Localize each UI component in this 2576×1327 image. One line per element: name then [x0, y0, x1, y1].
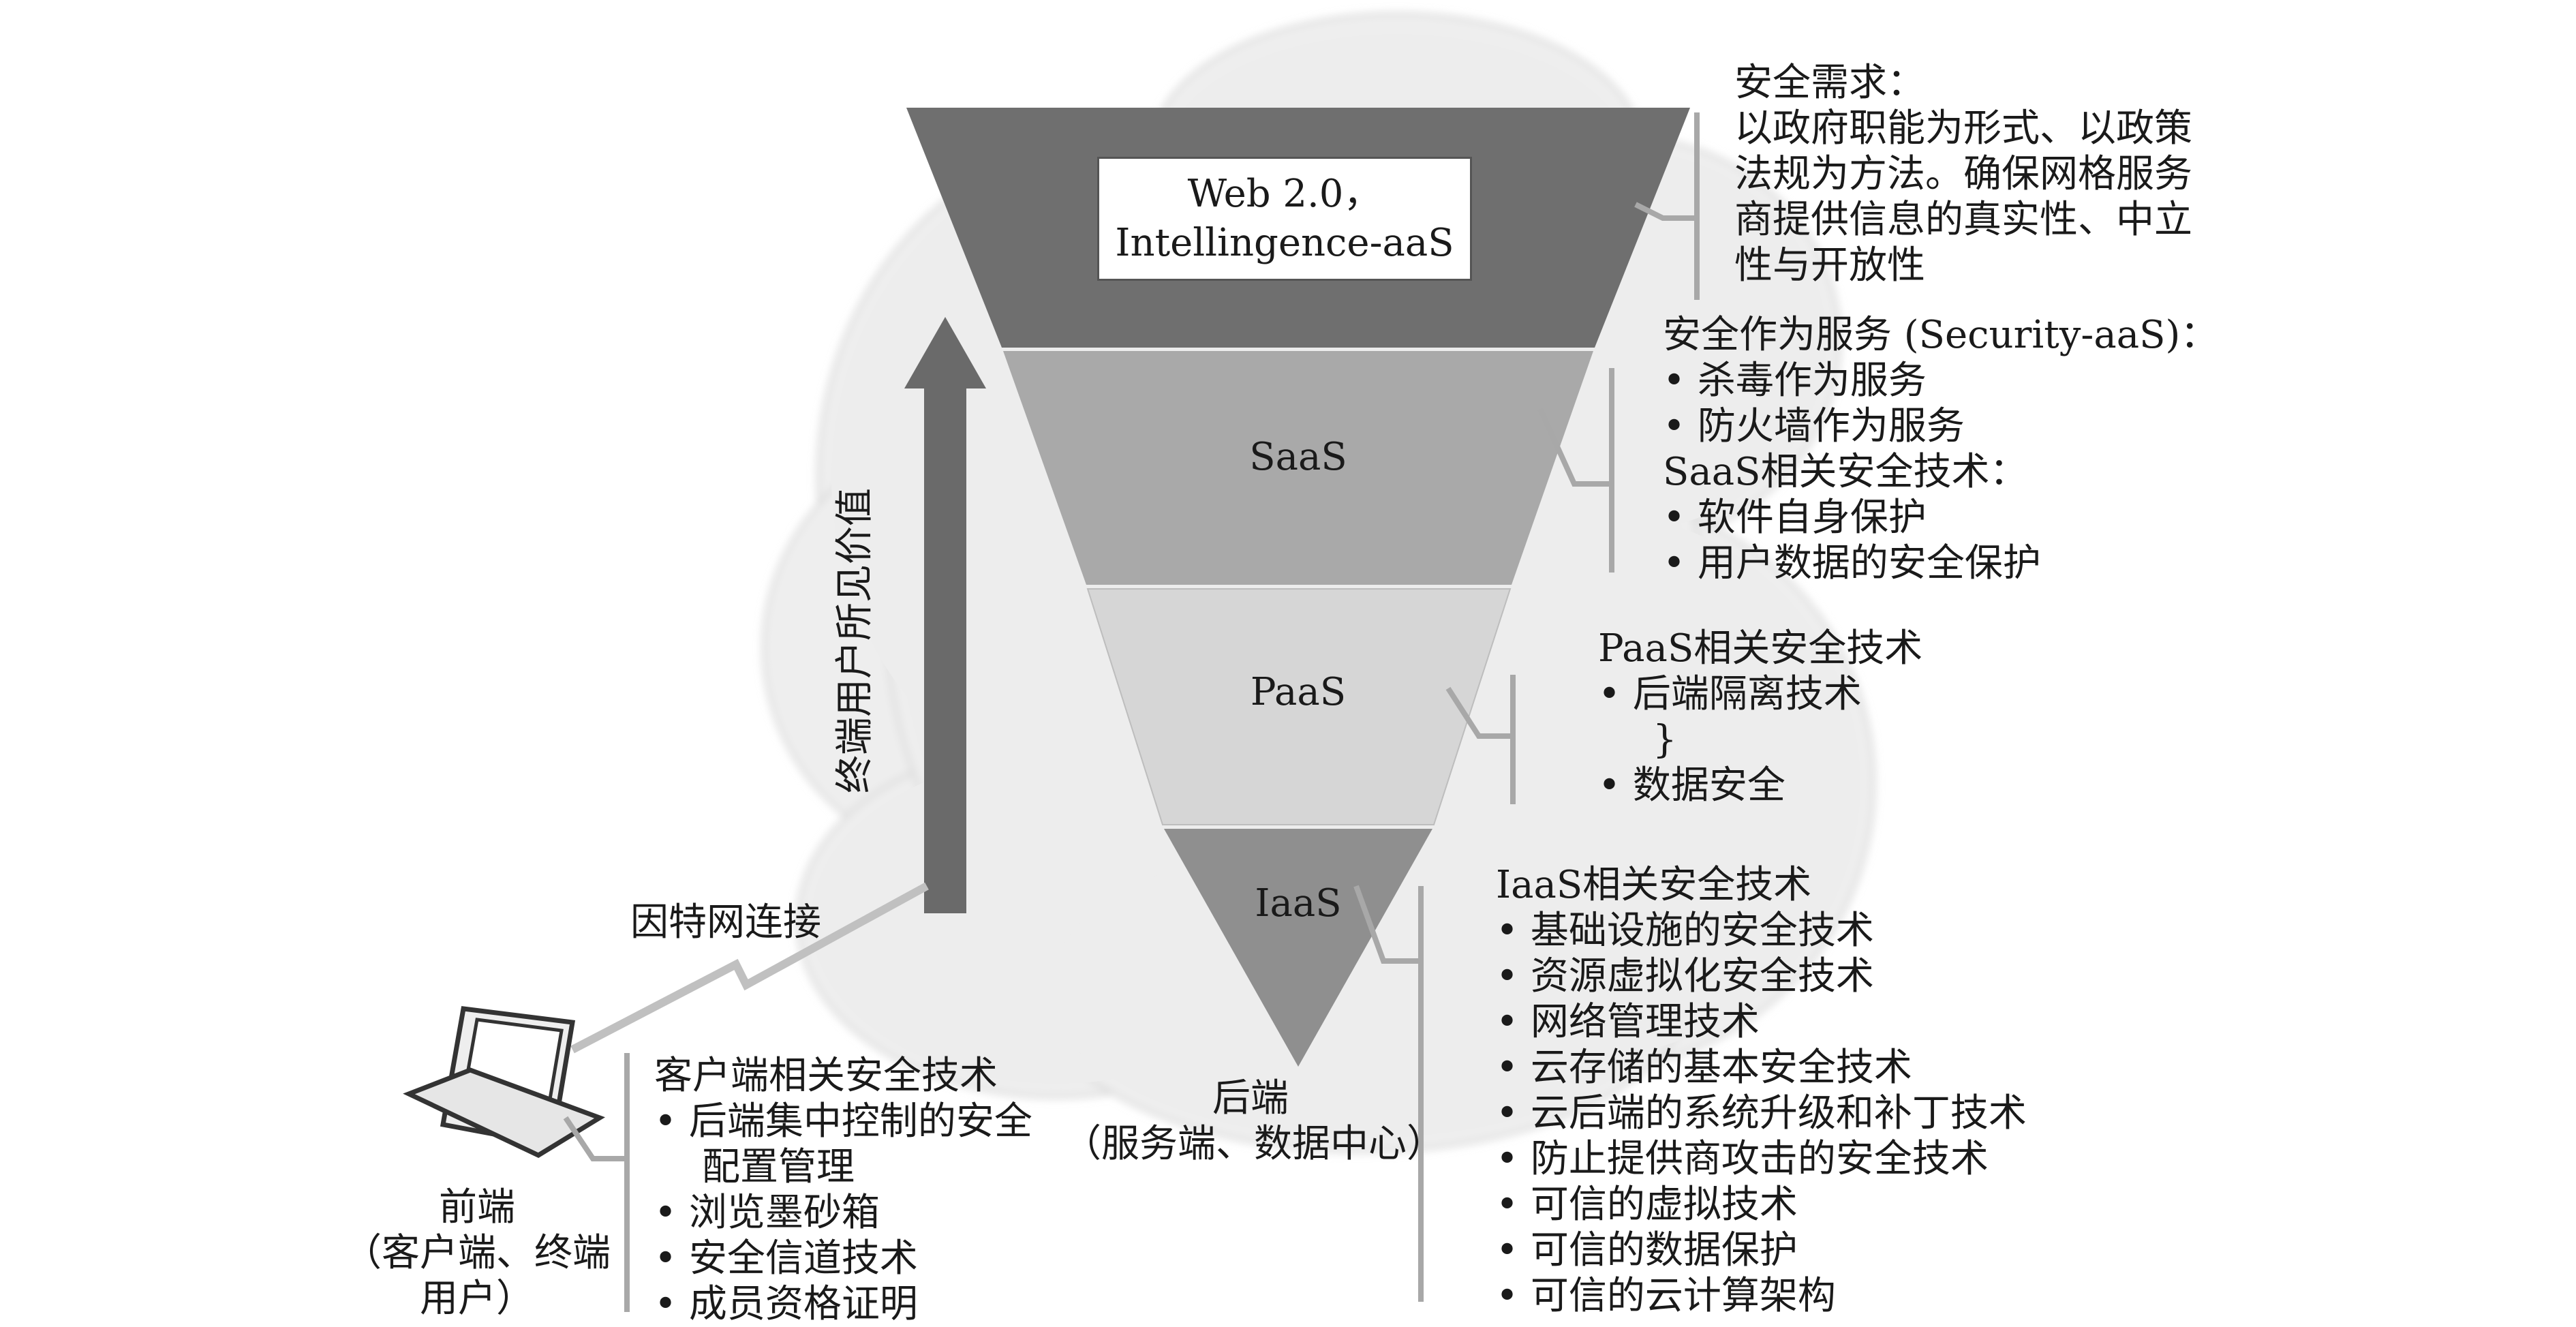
layer-iaas-shape [1164, 829, 1432, 1067]
client-security-item: • 成员资格证明 [654, 1282, 918, 1326]
internet-label: 因特网连接 [630, 900, 821, 945]
iaas-security-item: • 可信的数据保护 [1496, 1228, 1798, 1272]
internet-connection-line [570, 882, 929, 1054]
paas-security-title: PaaS相关安全技术 [1598, 626, 1923, 671]
client-security-item: 配置管理 [702, 1145, 855, 1189]
backend-line2: （服务端、数据中心） [1063, 1122, 1445, 1166]
layer-iaas-label: IaaS [1255, 881, 1342, 926]
saas-security-item: • 软件自身保护 [1663, 495, 1927, 540]
iaas-security-item: • 防止提供商攻击的安全技术 [1496, 1137, 1989, 1181]
iaas-security-block: IaaS相关安全技术 • 基础设施的安全技术 • 资源虚拟化安全技术 • 网络管… [1496, 862, 2027, 1319]
security-requirement-block: 安全需求： 以政府职能为形式、以政策 法规为方法。确保网格服务 商提供信息的真实… [1734, 60, 2192, 288]
saas-security-item: • 杀毒作为服务 [1663, 359, 1927, 403]
layer-web20-label: Web 2.0， [1187, 172, 1382, 216]
paas-security-block: PaaS相关安全技术 • 后端隔离技术 } • 数据安全 [1598, 626, 1922, 808]
connector-client [563, 1053, 630, 1312]
layer-paas-label: PaaS [1250, 670, 1347, 714]
laptop-icon [403, 1006, 605, 1158]
iaas-security-item: • 网络管理技术 [1496, 1000, 1760, 1044]
connector-saas [1537, 368, 1614, 573]
layer-web20-box: Web 2.0， Intellingence-aaS [1097, 157, 1472, 281]
client-security-item: • 安全信道技术 [654, 1236, 918, 1281]
frontend-line3: 用户） [420, 1277, 534, 1321]
saas-security-title: 安全作为服务 (Security-aaS)： [1663, 313, 2219, 357]
connector-iaas [1353, 885, 1424, 1302]
security-requirement-line: 以政府职能为形式、以政策 [1734, 106, 2192, 151]
connector-security-requirement [1634, 112, 1700, 300]
iaas-security-item: • 可信的云计算架构 [1496, 1274, 1836, 1318]
frontend-label: 前端 （客户端、终端 用户） [320, 1185, 634, 1322]
security-requirement-line: 商提供信息的真实性、中立 [1734, 198, 2192, 242]
layer-saas-label: SaaS [1249, 435, 1347, 479]
client-security-title: 客户端相关安全技术 [654, 1054, 998, 1098]
backend-label: 后端 （服务端、数据中心） [1063, 1076, 1445, 1167]
security-requirement-line: 性与开放性 [1734, 243, 1925, 288]
client-security-item: • 后端集中控制的安全 [654, 1099, 1032, 1144]
backend-line1: 后端 [1212, 1076, 1289, 1120]
saas-security-item: • 用户数据的安全保护 [1663, 541, 2041, 585]
frontend-line2: （客户端、终端 [343, 1231, 611, 1275]
saas-security-item: • 防火墙作为服务 [1663, 404, 1965, 448]
value-arrow-label: 终端用户所见价值 [833, 488, 877, 793]
connector-paas [1445, 675, 1516, 804]
iaas-security-item: • 云存储的基本安全技术 [1496, 1046, 1912, 1090]
layer-web20-label-2: Intellingence-aaS [1115, 221, 1454, 265]
saas-security-block: 安全作为服务 (Security-aaS)： • 杀毒作为服务 • 防火墙作为服… [1663, 312, 2218, 586]
paas-security-brace: } [1653, 718, 1677, 762]
client-security-block: 客户端相关安全技术 • 后端集中控制的安全 配置管理 • 浏览墨砂箱 • 安全信… [654, 1053, 1032, 1327]
paas-security-item: • 后端隔离技术 [1598, 672, 1862, 716]
security-requirement-line: 法规为方法。确保网格服务 [1734, 152, 2192, 196]
paas-security-item: • 数据安全 [1598, 763, 1785, 808]
saas-security-title-2: SaaS相关安全技术： [1663, 450, 2028, 494]
security-requirement-title: 安全需求： [1734, 61, 1925, 105]
iaas-security-title: IaaS相关安全技术 [1496, 863, 1812, 907]
iaas-security-item: • 可信的虚拟技术 [1496, 1183, 1798, 1227]
client-security-item: • 浏览墨砂箱 [654, 1191, 880, 1235]
iaas-security-item: • 资源虚拟化安全技术 [1496, 954, 1874, 998]
layer-paas-shape [1086, 588, 1512, 825]
layer-saas-shape [1003, 351, 1593, 585]
iaas-security-item: • 基础设施的安全技术 [1496, 909, 1874, 953]
value-arrow [904, 317, 986, 913]
frontend-line1: 前端 [439, 1185, 515, 1230]
iaas-security-item: • 云后端的系统升级和补丁技术 [1496, 1091, 2027, 1135]
